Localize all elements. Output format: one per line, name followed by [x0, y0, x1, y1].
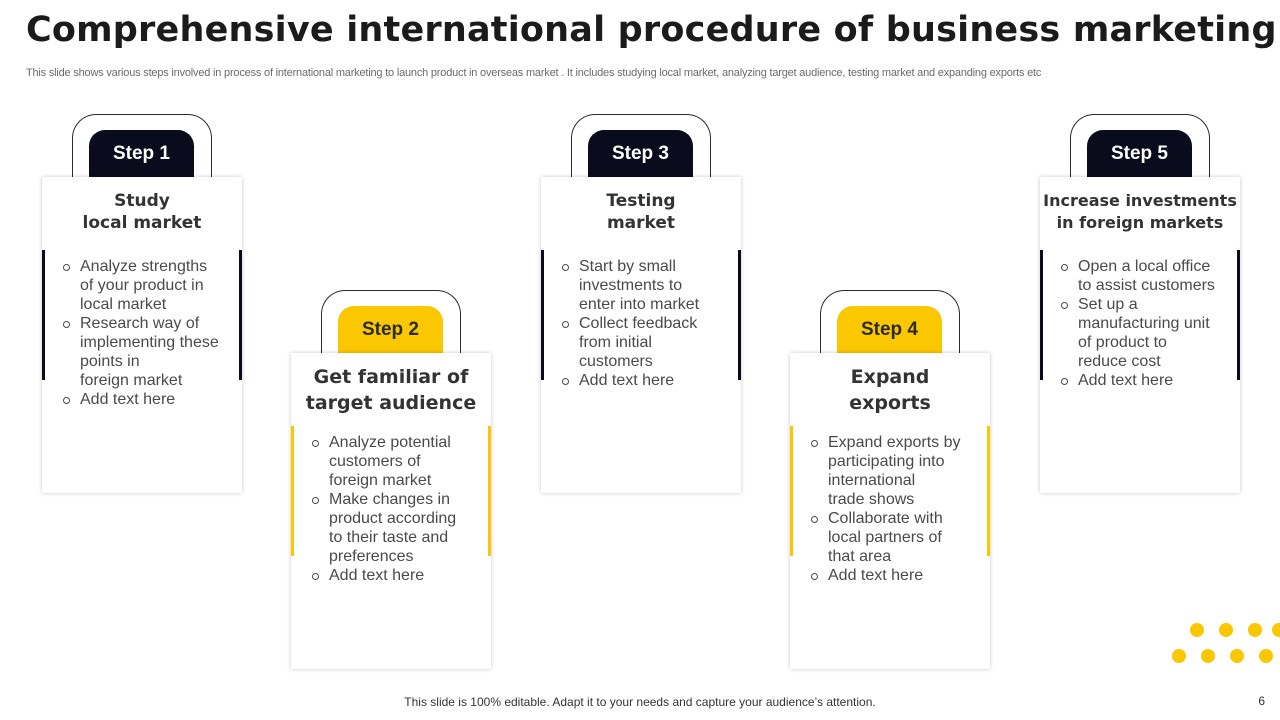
dot	[1259, 649, 1273, 663]
dot	[1272, 623, 1280, 637]
step-3-accent-right	[738, 250, 741, 380]
step-3-badge: Step 3	[588, 130, 693, 182]
step-1-bullet-3: Add text here	[62, 390, 232, 409]
step-4-title: Expand exports	[849, 366, 931, 414]
dot	[1172, 649, 1186, 663]
step-1-accent-left	[42, 250, 45, 380]
step-2-title: Get familiar of target audience	[305, 366, 477, 414]
dot	[1248, 623, 1262, 637]
step-4-bullet-2: Collaborate with local partners of that …	[810, 509, 980, 566]
step-2-bullet-1: Analyze potential customers of foreign m…	[311, 433, 481, 490]
step-4-bullet-1: Expand exports by participating into int…	[810, 433, 980, 509]
step-1-bullet-2: Research way of implementing these point…	[62, 314, 232, 390]
step-5-card: Increase investments in foreign markets …	[1040, 177, 1240, 493]
step-1-accent-right	[239, 250, 242, 380]
page-number: 6	[1258, 694, 1265, 708]
step-2-accent-right	[488, 426, 491, 556]
step-2-bullet-2: Make changes in product according to the…	[311, 490, 481, 566]
step-2-bullets: Analyze potential customers of foreign m…	[291, 433, 491, 585]
step-1-bullets: Analyze strengths of your product in loc…	[42, 257, 242, 409]
dot	[1230, 649, 1244, 663]
step-5-badge: Step 5	[1087, 130, 1192, 182]
step-5-bullet-3: Add text here	[1060, 371, 1230, 390]
step-5-bullet-1: Open a local office to assist customers	[1060, 257, 1230, 295]
step-2-bullet-3: Add text here	[311, 566, 481, 585]
step-1-badge: Step 1	[89, 130, 194, 182]
step-5-accent-right	[1237, 250, 1240, 380]
step-3-bullet-1: Start by small investments to enter into…	[561, 257, 731, 314]
decorative-dots	[1170, 620, 1280, 670]
step-4-accent-left	[790, 426, 793, 556]
step-2-card: Get familiar of target audience Analyze …	[291, 353, 491, 669]
step-3-card: Testing market Start by small investment…	[541, 177, 741, 493]
slide-subtitle: This slide shows various steps involved …	[26, 67, 1042, 79]
dot	[1219, 623, 1233, 637]
step-1-card: Study local market Analyze strengths of …	[42, 177, 242, 493]
step-3-accent-left	[541, 250, 544, 380]
dot	[1190, 623, 1204, 637]
step-3-title: Testing market	[606, 191, 676, 233]
step-3-bullet-3: Add text here	[561, 371, 731, 390]
step-4-accent-right	[987, 426, 990, 556]
slide-footer: This slide is 100% editable. Adapt it to…	[404, 695, 876, 709]
step-1-title: Study local market	[82, 191, 202, 233]
step-4-badge: Step 4	[837, 306, 942, 358]
step-2-accent-left	[291, 426, 294, 556]
step-5-bullets: Open a local office to assist customers …	[1040, 257, 1240, 390]
step-4-bullets: Expand exports by participating into int…	[790, 433, 990, 585]
step-5-title: Increase investments in foreign markets	[1043, 191, 1237, 232]
step-4-bullet-3: Add text here	[810, 566, 980, 585]
step-3-bullet-2: Collect feedback from initial customers	[561, 314, 731, 371]
step-5-bullet-2: Set up a manufacturing unit of product t…	[1060, 295, 1230, 371]
step-3-bullets: Start by small investments to enter into…	[541, 257, 741, 390]
step-4-card: Expand exports Expand exports by partici…	[790, 353, 990, 669]
slide-title: Comprehensive international procedure of…	[26, 10, 1277, 50]
dot	[1201, 649, 1215, 663]
step-1-bullet-1: Analyze strengths of your product in loc…	[62, 257, 232, 314]
step-2-badge: Step 2	[338, 306, 443, 358]
step-5-accent-left	[1040, 250, 1043, 380]
